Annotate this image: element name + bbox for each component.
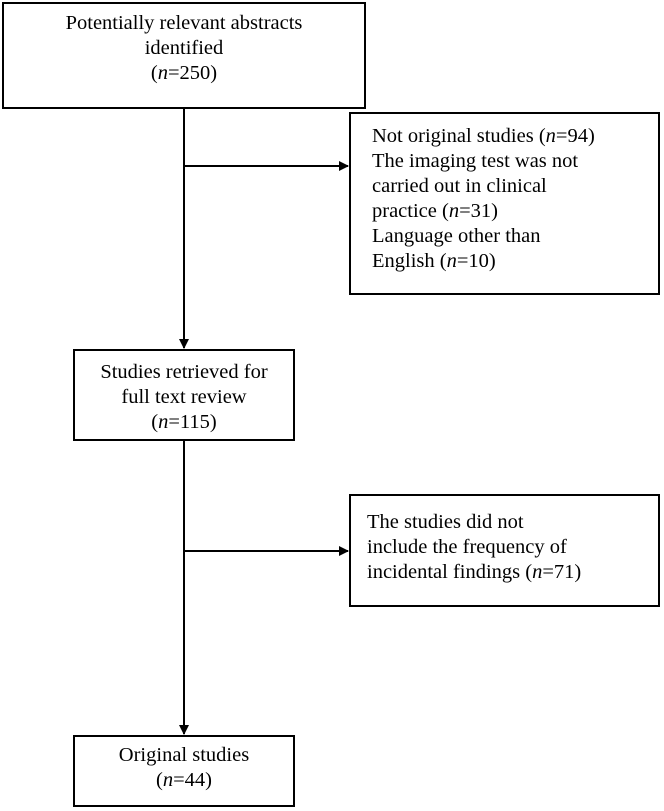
identified-line-2: identified: [144, 37, 224, 59]
excluded-first-text-4: practice: [372, 200, 437, 222]
excluded-second-line-1: The studies did not: [367, 510, 658, 535]
excluded-first-line-3: carried out in clinical: [372, 174, 658, 199]
retrieved-count: (n=115): [151, 411, 217, 433]
excluded-first-line-2: The imaging test was not: [372, 149, 658, 174]
excluded-second-line-2: include the frequency of: [367, 535, 658, 560]
excluded-second-line-3: incidental findings (n=71): [367, 560, 658, 585]
excluded-second-text-1: The studies did not: [367, 511, 524, 533]
included-box: Original studies (n=44): [73, 735, 295, 807]
excluded-second-text-2: include the frequency of: [367, 536, 567, 558]
excluded-first-line-4: practice (n=31): [372, 199, 658, 224]
identified-box: Potentially relevant abstracts identifie…: [2, 2, 366, 109]
excluded-first-line-1: Not original studies (n=94): [372, 124, 658, 149]
excluded-first-count-4: (n=31): [442, 200, 498, 222]
retrieved-line-1: Studies retrieved for: [100, 361, 268, 383]
excluded-second-box: The studies did not include the frequenc…: [349, 494, 660, 607]
excluded-first-text-5: Language other than: [372, 225, 541, 247]
excluded-second-count-3: (n=71): [525, 561, 582, 583]
excluded-first-text-2: The imaging test was not: [372, 150, 579, 172]
excluded-first-line-5: Language other than: [372, 224, 658, 249]
excluded-first-count-1: (n=94): [538, 125, 595, 147]
excluded-first-box: Not original studies (n=94) The imaging …: [349, 112, 660, 295]
excluded-first-count-6: (n=10): [439, 250, 496, 272]
identified-count: (n=250): [150, 62, 218, 84]
included-count: (n=44): [156, 769, 212, 791]
retrieved-line-2: full text review: [121, 386, 247, 408]
identified-line-1: Potentially relevant abstracts: [65, 12, 303, 34]
excluded-first-line-6: English (n=10): [372, 249, 658, 274]
excluded-first-text-6: English: [372, 250, 435, 272]
excluded-second-text-3: incidental findings: [367, 561, 521, 583]
excluded-first-text-3: carried out in clinical: [372, 175, 547, 197]
included-line-1: Original studies: [118, 744, 250, 766]
excluded-first-text-1: Not original studies: [372, 125, 534, 147]
retrieved-box: Studies retrieved for full text review (…: [73, 349, 295, 441]
